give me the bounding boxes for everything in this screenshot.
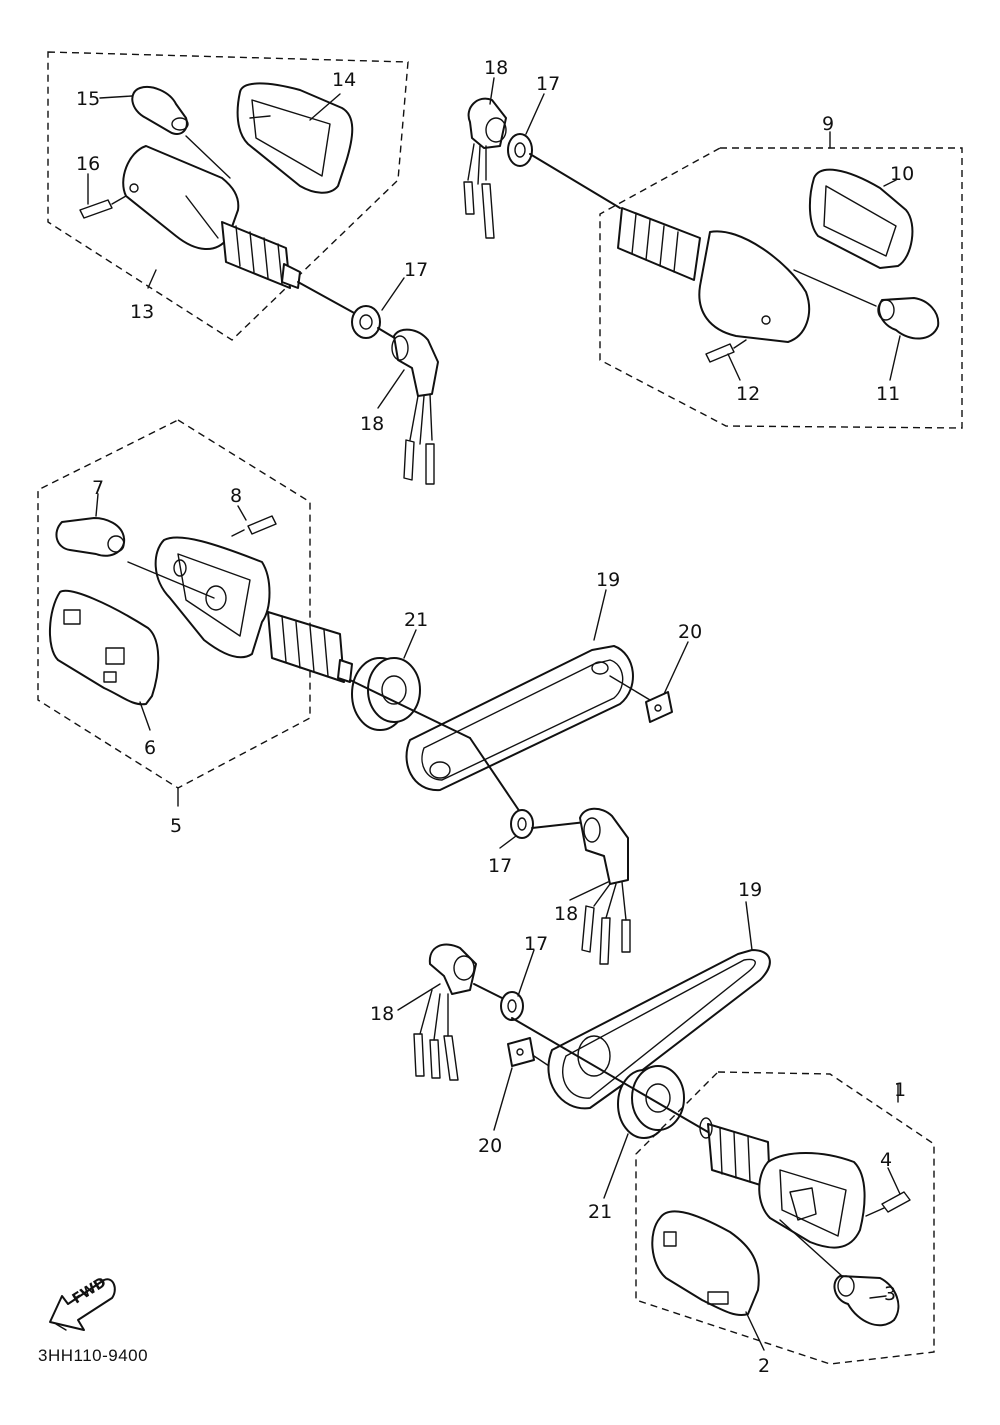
callout-11: 11 [876, 383, 900, 405]
callout-7: 7 [92, 477, 104, 499]
grommet-17d [500, 991, 524, 1021]
housing-9 [617, 207, 877, 343]
callout-3: 3 [884, 1283, 896, 1305]
callout-5: 5 [170, 815, 182, 837]
drawing-code: 3HH110-9400 [38, 1346, 149, 1365]
leader-lines [87, 77, 901, 1351]
callout-4: 4 [880, 1149, 892, 1171]
bulb-11 [877, 297, 940, 340]
callout-17: 17 [488, 855, 512, 877]
callout-20: 20 [478, 1135, 502, 1157]
callout-10: 10 [890, 163, 914, 185]
assembly-13-flasher [47, 51, 439, 485]
connector-18a [391, 328, 439, 485]
grommet-17b [507, 133, 533, 167]
callout-17: 17 [536, 73, 560, 95]
bulb-3 [833, 1275, 900, 1327]
center-stay-assembly [349, 645, 673, 965]
housing-13 [122, 135, 301, 289]
callout-18: 18 [360, 413, 384, 435]
callout-20: 20 [678, 621, 702, 643]
lower-stay-assembly [413, 943, 935, 1365]
callout-14: 14 [332, 69, 356, 91]
callout-labels: 15 14 16 13 17 18 18 17 9 10 11 12 7 8 6… [76, 57, 914, 1377]
screw-4 [865, 1191, 911, 1217]
lens-6 [48, 589, 160, 706]
nut-clip-20b [507, 1037, 553, 1069]
callout-9: 9 [822, 113, 834, 135]
callout-15: 15 [76, 88, 100, 110]
grommet-21b [617, 1065, 685, 1139]
grommet-17c [510, 809, 534, 839]
callout-2: 2 [758, 1355, 770, 1377]
callout-18: 18 [554, 903, 578, 925]
callout-16: 16 [76, 153, 100, 175]
nut-clip-20a [609, 675, 673, 723]
screw-16 [79, 195, 127, 219]
screw-8 [231, 515, 277, 537]
callout-19: 19 [596, 569, 620, 591]
callout-6: 6 [144, 737, 156, 759]
connector-18b [463, 97, 507, 239]
grommet-21a [351, 657, 421, 731]
callout-1: 1 [894, 1079, 906, 1101]
callout-17: 17 [404, 259, 428, 281]
fwd-direction-arrow: FWD [49, 1274, 116, 1331]
connector-18c [579, 807, 631, 965]
grommet-17a [351, 305, 381, 339]
callout-18: 18 [484, 57, 508, 79]
lens-14 [236, 82, 354, 194]
lens-2 [651, 1210, 760, 1316]
stay-19a [405, 645, 634, 792]
housing-5 [127, 536, 353, 683]
screw-12 [705, 339, 747, 363]
stay-19b [547, 949, 771, 1110]
callout-19: 19 [738, 879, 762, 901]
callout-21: 21 [588, 1201, 612, 1223]
callout-13: 13 [130, 301, 154, 323]
callout-12: 12 [736, 383, 760, 405]
callout-17: 17 [524, 933, 548, 955]
bulb-15 [131, 86, 189, 136]
assembly-9-flasher [463, 97, 963, 429]
bulb-7 [55, 517, 126, 557]
connector-18d [413, 943, 477, 1081]
lens-10 [808, 168, 914, 269]
assembly-5-flasher [37, 419, 353, 789]
housing-1 [699, 1117, 866, 1277]
callout-21: 21 [404, 609, 428, 631]
callout-18: 18 [370, 1003, 394, 1025]
callout-8: 8 [230, 485, 242, 507]
